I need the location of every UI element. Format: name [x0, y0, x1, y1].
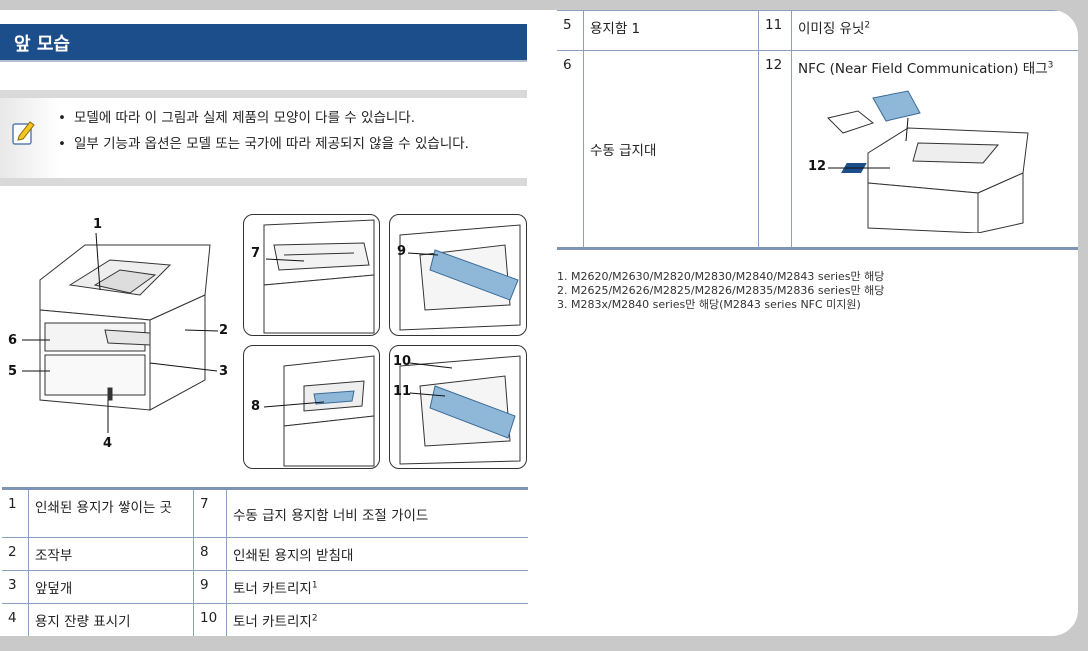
part-number: 4: [2, 603, 29, 636]
table-row: 6 수동 급지대 12 NFC (Near Field Communicatio…: [557, 50, 1078, 249]
footnote-ref: 2: [311, 613, 318, 624]
part-number: 3: [2, 570, 29, 604]
part-label: 조작부: [28, 537, 194, 571]
parts-table-right: 5 용지함 1 11 이미징 유닛2 6 수동 급지대 12 NFC (Near…: [557, 10, 1078, 250]
part-number: 8: [193, 537, 227, 571]
section-title-bar: 앞 모습: [0, 24, 527, 62]
part-label: 수동 급지 용지함 너비 조절 가이드: [233, 507, 429, 524]
part-label: 인쇄된 용지의 받침대: [233, 548, 354, 564]
note-box: 모델에 따라 이 그림과 실제 제품의 모양이 다를 수 있습니다. 일부 기능…: [0, 90, 527, 186]
part-label-cell: NFC (Near Field Communication) 태그3: [791, 50, 1078, 249]
table-row: 4 용지 잔량 표시기 10 토너 카트리지2: [2, 603, 528, 636]
part-number: 1: [2, 488, 29, 538]
thumb-manual-feed-guide: [243, 214, 380, 336]
part-label: NFC (Near Field Communication) 태그: [798, 61, 1048, 77]
part-label-cell: 토너 카트리지1: [226, 570, 528, 604]
part-label: 인쇄된 용지가 쌓이는 곳: [28, 488, 194, 538]
note-item: 일부 기능과 옵션은 모델 또는 국가에 따라 제공되지 않을 수 있습니다.: [56, 134, 522, 154]
nfc-printer-drawing: [827, 90, 1029, 234]
part-number: 2: [2, 537, 29, 571]
nfc-illustration: 12: [798, 83, 1038, 234]
part-number: 6: [557, 50, 584, 249]
note-item: 모델에 따라 이 그림과 실제 제품의 모양이 다를 수 있습니다.: [56, 108, 522, 128]
parts-table-left: 1 인쇄된 용지가 쌓이는 곳 7 수동 급지 용지함 너비 조절 가이드 2 …: [2, 487, 528, 636]
callout-5: 5: [8, 364, 18, 379]
part-label: 이미징 유닛: [798, 21, 865, 37]
footnote: 1. M2620/M2630/M2820/M2830/M2840/M2843 s…: [557, 270, 885, 283]
callout-3: 3: [219, 364, 229, 379]
part-label-cell: 인쇄된 용지의 받침대: [226, 537, 528, 571]
footnote-ref: 1: [311, 580, 318, 591]
part-label-cell: 수동 급지 용지함 너비 조절 가이드: [226, 488, 528, 538]
part-number: 10: [193, 603, 227, 636]
thumb-output-support: [243, 345, 380, 469]
callout-12: 12: [808, 159, 827, 174]
part-number: 5: [557, 10, 584, 51]
part-label: 앞덮개: [28, 570, 194, 604]
printer-front-illustration: [22, 232, 219, 433]
part-number: 7: [193, 488, 227, 538]
callout-6: 6: [8, 333, 18, 348]
part-label: 토너 카트리지: [233, 614, 312, 630]
note-list: 모델에 따라 이 그림과 실제 제품의 모양이 다를 수 있습니다. 일부 기능…: [56, 102, 522, 154]
footnote: 3. M283x/M2840 series만 해당(M2843 series N…: [557, 298, 861, 311]
footnote: 2. M2625/M2626/M2825/M2826/M2835/M2836 s…: [557, 284, 885, 297]
callout-11: 11: [393, 384, 412, 399]
toner-drawing: [399, 224, 521, 331]
part-label-cell: 토너 카트리지2: [226, 603, 528, 636]
footnote-ref: 3: [1047, 60, 1054, 71]
callout-2: 2: [219, 323, 229, 338]
table-row: 2 조작부 8 인쇄된 용지의 받침대: [2, 537, 528, 571]
table-row: 1 인쇄된 용지가 쌓이는 곳 7 수동 급지 용지함 너비 조절 가이드: [2, 488, 528, 538]
callout-9: 9: [397, 244, 407, 259]
part-label-cell: 이미징 유닛2: [791, 10, 1078, 51]
section-title: 앞 모습: [14, 34, 70, 55]
imaging-unit-drawing: [399, 355, 521, 465]
output-support-drawing: [263, 355, 375, 467]
thumb-toner-imaging-unit: [389, 345, 527, 469]
manual-feed-drawing: [263, 219, 375, 334]
part-number: 9: [193, 570, 227, 604]
table-row: 3 앞덮개 9 토너 카트리지1: [2, 570, 528, 604]
footnotes: 1. M2620/M2630/M2820/M2830/M2840/M2843 s…: [557, 270, 1077, 312]
thumb-toner-cartridge: [389, 214, 527, 336]
callout-10: 10: [393, 354, 412, 369]
part-number: 12: [758, 50, 792, 249]
part-number: 11: [758, 10, 792, 51]
callout-4: 4: [103, 436, 113, 451]
part-label: 용지 잔량 표시기: [28, 603, 194, 636]
manual-page: 앞 모습 모델에 따라 이 그림과 실제 제품의 모양이 다를 수 있습니다. …: [0, 10, 1078, 636]
part-label: 수동 급지대: [583, 50, 759, 249]
table-row: 5 용지함 1 11 이미징 유닛2: [557, 10, 1078, 51]
callout-1: 1: [93, 217, 103, 232]
footnote-ref: 2: [864, 20, 871, 31]
part-label: 용지함 1: [583, 10, 759, 51]
callout-7: 7: [251, 246, 261, 261]
part-label: 토너 카트리지: [233, 581, 312, 597]
callout-8: 8: [251, 399, 261, 414]
note-pencil-icon: [12, 121, 35, 145]
